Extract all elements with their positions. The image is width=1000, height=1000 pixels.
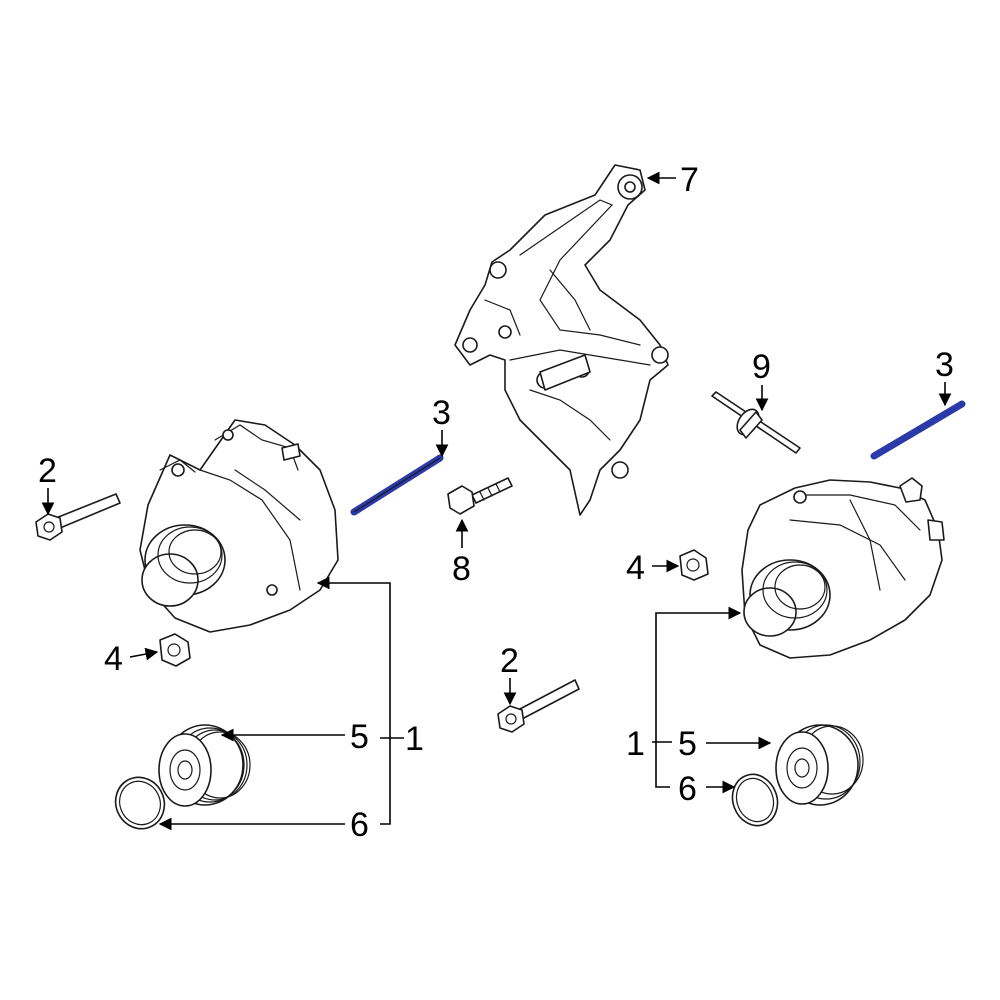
bolt-center-icon[interactable]: [497, 679, 580, 733]
callout-bolt-left: 2: [38, 452, 57, 490]
bracket-stud-icon[interactable]: [711, 391, 801, 454]
callout-nut-right: 4: [626, 549, 645, 587]
bolt-left-icon[interactable]: [35, 493, 121, 541]
o-ring-left-icon[interactable]: [107, 769, 172, 836]
callout-alt-left-group: 1: [405, 720, 424, 758]
pulley-right-icon[interactable]: [775, 724, 864, 806]
callout-pulley-right: 5: [678, 725, 697, 763]
callout-bracket: 7: [680, 161, 699, 199]
nut-left-icon[interactable]: [159, 633, 191, 667]
alternator-right-icon[interactable]: [741, 477, 945, 659]
callout-stud-right: 3: [935, 346, 954, 384]
bracket-bolt-icon[interactable]: [447, 477, 513, 515]
callout-stud-left: 3: [432, 394, 451, 432]
o-ring-right-icon[interactable]: [725, 768, 784, 832]
callout-bracket-bolt: 8: [452, 550, 471, 588]
callout-bolt-center: 2: [500, 642, 519, 680]
stud-right-icon[interactable]: [870, 400, 966, 460]
callout-ring-right: 6: [678, 770, 697, 808]
callout-nut-left: 4: [104, 640, 123, 678]
alternator-left-icon[interactable]: [139, 419, 339, 633]
pulley-left-icon[interactable]: [158, 724, 251, 807]
callout-pulley-left: 5: [350, 718, 369, 756]
mounting-bracket-icon[interactable]: [454, 164, 669, 516]
callout-ring-left: 6: [350, 806, 369, 844]
nut-right-icon[interactable]: [679, 549, 709, 581]
callout-alt-right-group: 1: [626, 725, 645, 763]
callout-bracket-stud: 9: [752, 348, 771, 386]
stud-left-icon[interactable]: [350, 454, 444, 516]
leader-lines: [41, 171, 952, 831]
